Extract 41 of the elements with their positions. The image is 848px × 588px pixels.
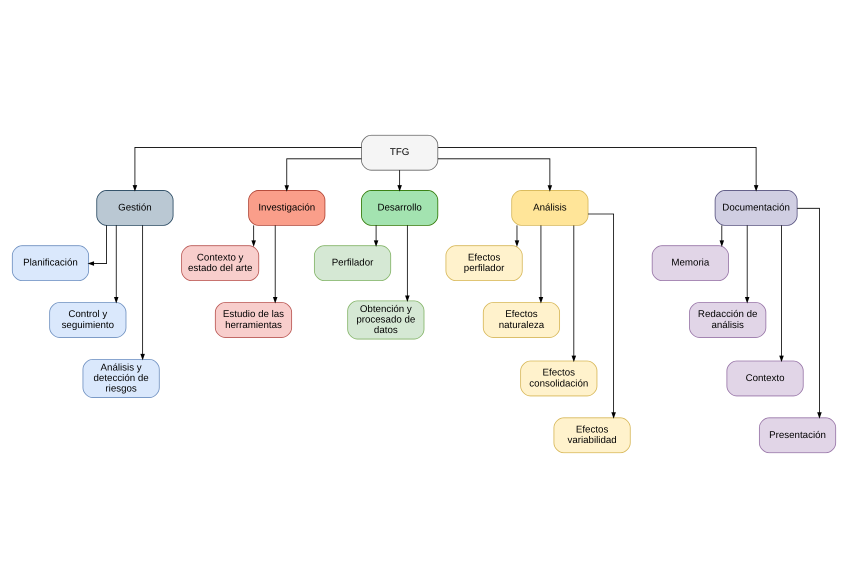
arrow — [251, 225, 256, 247]
node-box: Efectos perfilador — [446, 245, 523, 281]
arrow — [572, 225, 576, 362]
arrow — [272, 225, 278, 304]
arrow — [779, 225, 784, 362]
node-box: Análisis y detección de riesgos — [82, 358, 160, 398]
arrow — [405, 225, 410, 302]
node-box: Memoria — [652, 245, 729, 281]
arrow — [796, 208, 822, 419]
arrow — [88, 225, 107, 266]
arrow — [114, 225, 119, 304]
node-box: Efectos naturaleza — [482, 302, 560, 338]
arrow — [284, 158, 362, 192]
node-box: Efectos consolidación — [520, 360, 598, 396]
arrow — [438, 158, 552, 192]
node-box: Planificación — [12, 245, 90, 281]
arrow — [720, 225, 724, 247]
arrow — [132, 147, 362, 192]
node-box: Control y seguimiento — [49, 302, 126, 338]
node-box: Efectos variabilidad — [554, 417, 631, 454]
node-box: Presentación — [758, 417, 836, 454]
node-box: Perfilador — [314, 245, 392, 281]
node-box: Investigación — [248, 190, 326, 226]
arrow — [588, 214, 616, 419]
node-box: Redacción de análisis — [689, 302, 766, 338]
arrow — [538, 225, 544, 304]
arrow — [140, 225, 145, 360]
arrow — [514, 225, 520, 247]
arrow — [438, 147, 758, 192]
node-box: Documentación — [714, 190, 798, 226]
node-box: Contexto — [726, 360, 804, 396]
arrow — [374, 225, 378, 247]
node-box: Estudio de las herramientas — [214, 302, 292, 338]
node-box: Análisis — [511, 190, 588, 226]
arrow — [397, 170, 402, 192]
node-box: Obtención y procesado de datos — [347, 300, 424, 340]
node-box: Contexto y estado del arte — [181, 245, 260, 281]
arrow — [744, 225, 750, 304]
node-box: Desarrollo — [361, 190, 438, 226]
node-box: TFG — [361, 134, 438, 171]
node-box: Gestión — [96, 190, 174, 226]
